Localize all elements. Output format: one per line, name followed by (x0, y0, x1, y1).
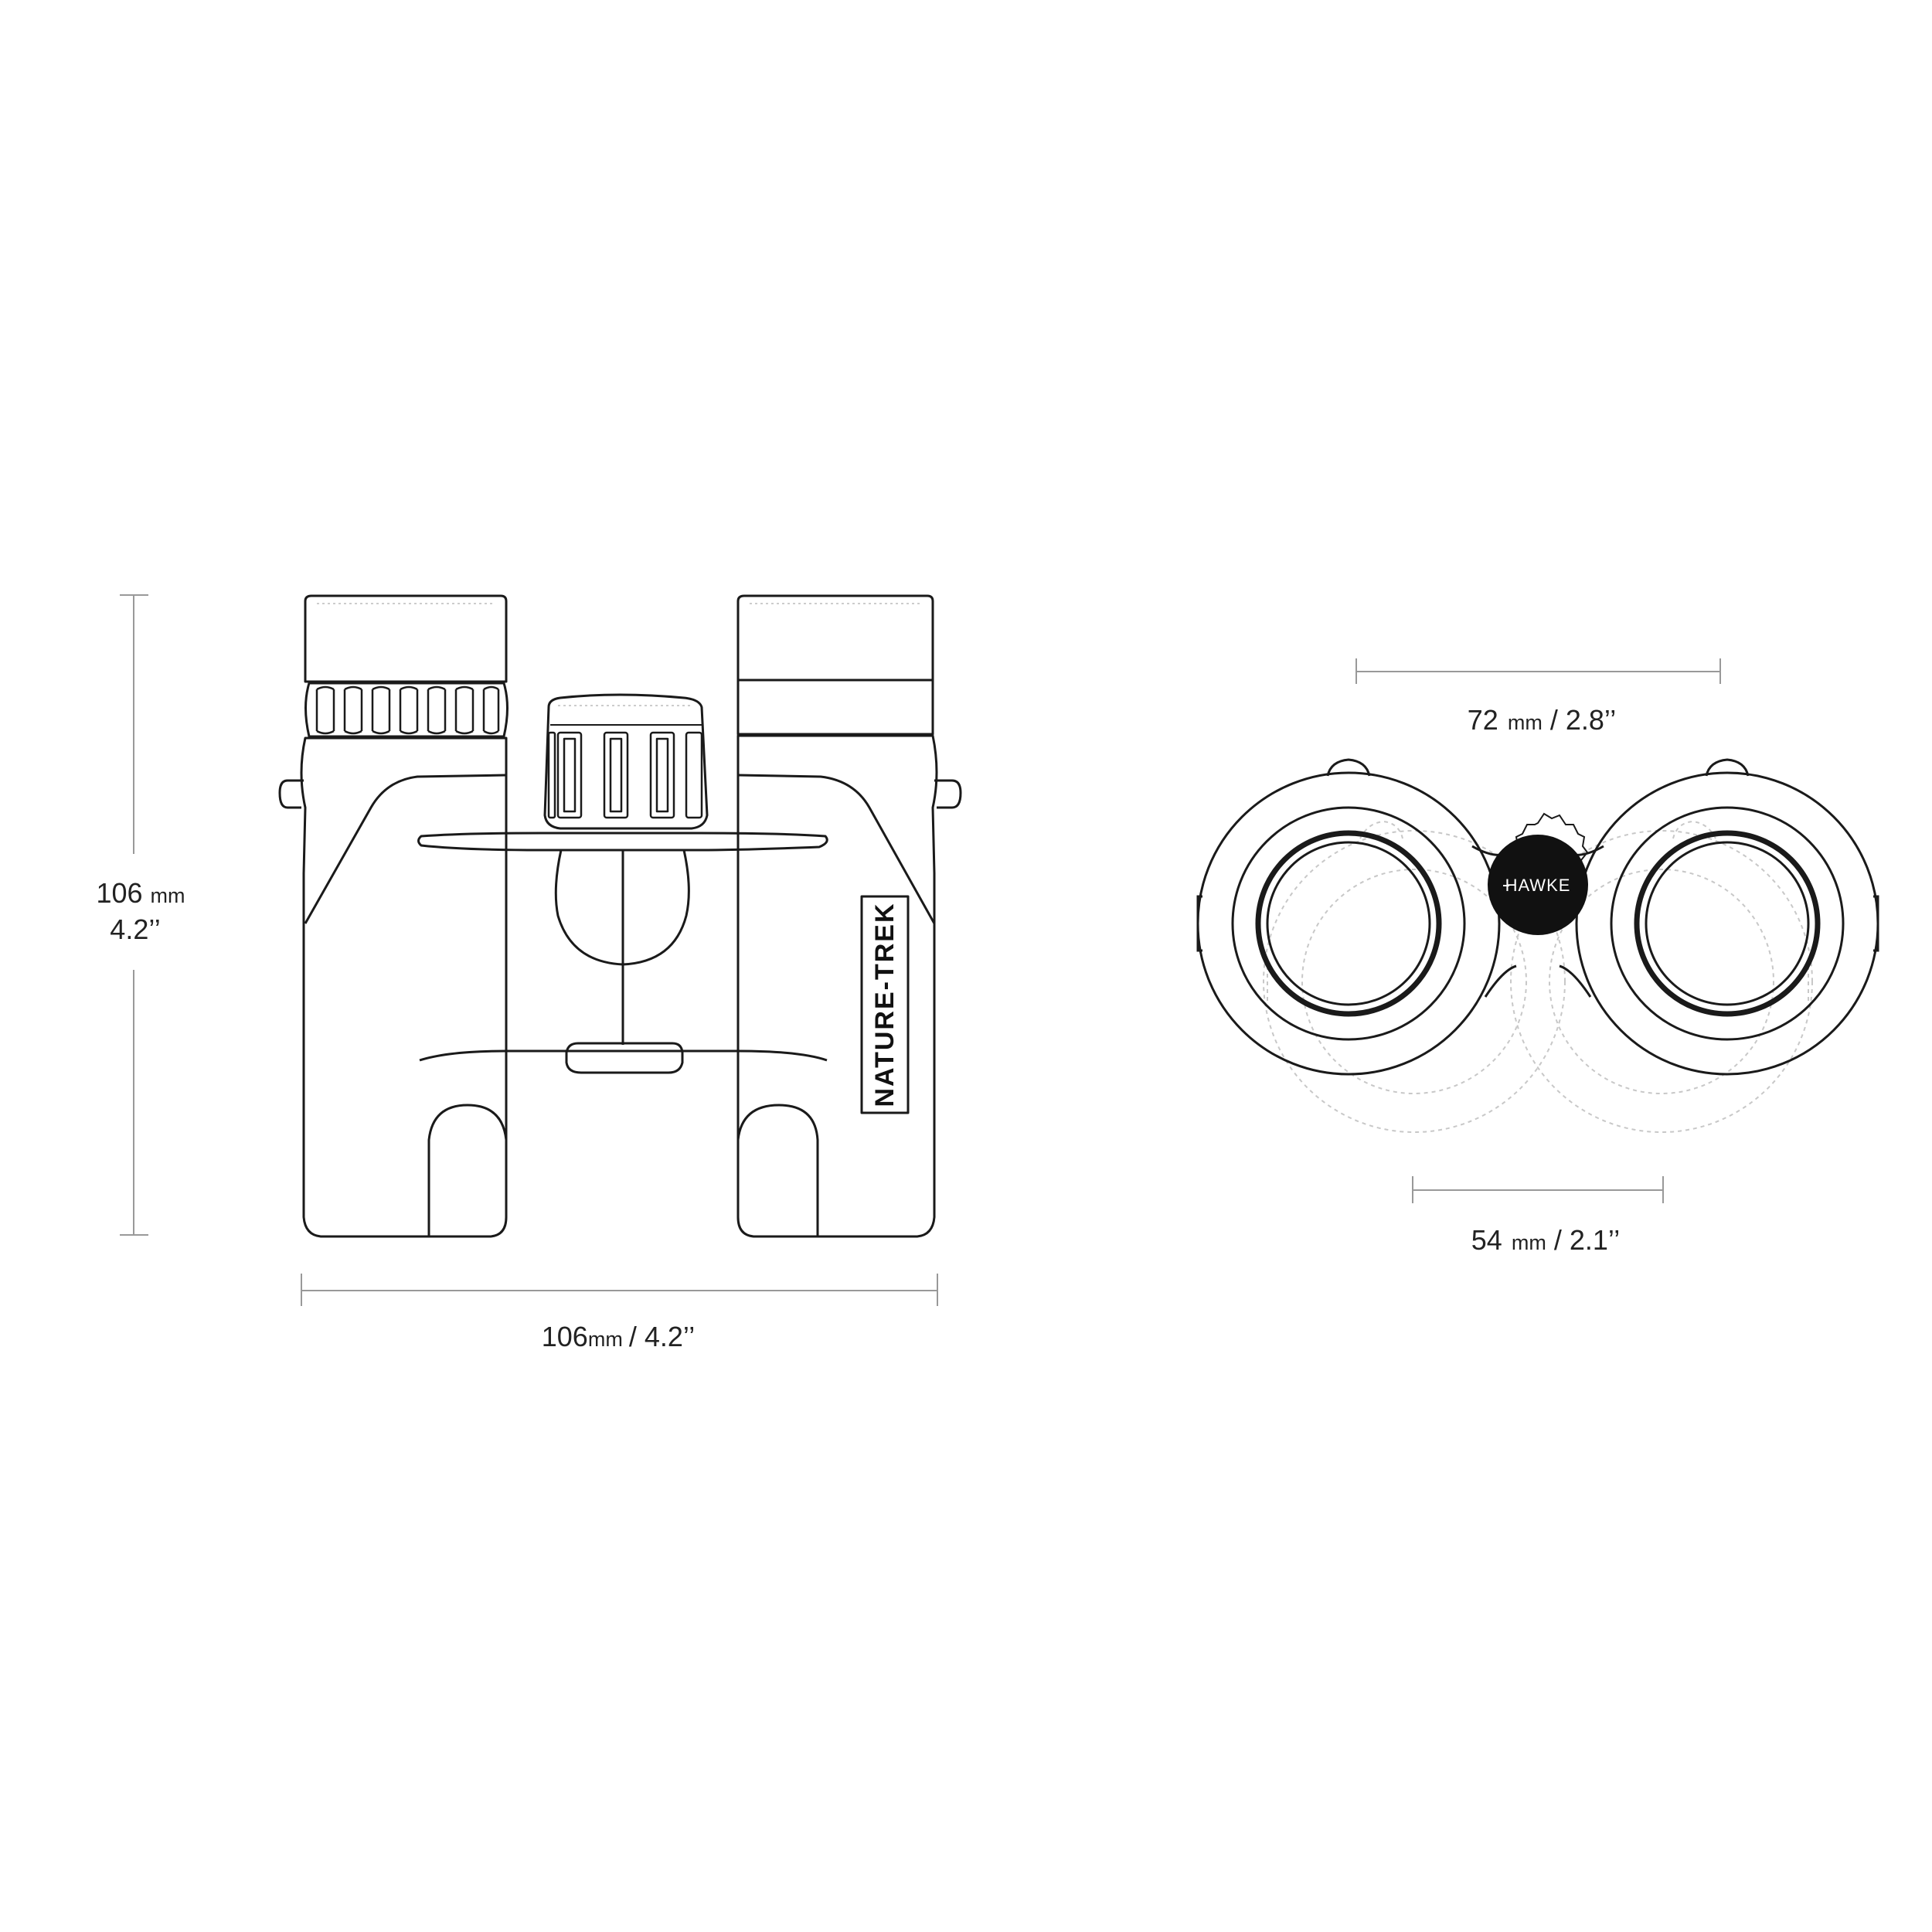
left-side-tab (1196, 895, 1202, 952)
right-lens (1645, 841, 1810, 1006)
focus-wheel-grips (547, 731, 703, 819)
max-ipd-dimension (1355, 658, 1721, 684)
model-label: NATURE-TREK (870, 902, 900, 1107)
binocular-front-view (278, 594, 962, 1238)
right-eyecup-ring (1610, 806, 1845, 1041)
left-eyecup-ring (1231, 806, 1466, 1041)
left-eyecup (304, 594, 508, 683)
hawke-logo-badge (1488, 835, 1588, 935)
folded-position-outline (1263, 820, 1813, 1133)
right-strap-lug (934, 779, 962, 809)
left-outer-housing (1196, 771, 1501, 1076)
right-barrel (736, 734, 938, 1238)
left-top-tab (1326, 758, 1371, 777)
height-label-in: 4.2’’ (110, 913, 160, 945)
model-label-box (860, 895, 910, 1114)
right-side-tab (1873, 895, 1879, 952)
left-lens (1266, 841, 1431, 1006)
left-diopter-ring (304, 682, 509, 738)
left-barrel (300, 736, 508, 1238)
center-bridge-bottom-right (1559, 964, 1592, 998)
lower-bridge (419, 1049, 828, 1062)
binocular-eyepiece-view (1196, 758, 1879, 1076)
upper-bridge (417, 832, 828, 852)
hawke-logo: HAWKE (1505, 876, 1571, 895)
height-dimension (120, 594, 148, 1236)
width-label: 106mm/ 4.2’’ (542, 1321, 695, 1352)
center-bridge-bottom (1484, 964, 1517, 998)
bridge-foot (565, 1042, 684, 1074)
focus-wheel (543, 693, 709, 830)
left-eyepiece-ring (1255, 830, 1442, 1017)
right-outer-housing (1575, 771, 1879, 1076)
left-ring-ridges (315, 685, 500, 735)
left-strap-lug (278, 779, 304, 809)
width-dimension (301, 1274, 938, 1306)
min-ipd-dimension (1412, 1176, 1664, 1203)
right-eyepiece-band (736, 679, 934, 736)
right-eyepiece-ring (1634, 830, 1821, 1017)
right-eyecup (736, 594, 934, 682)
right-top-tab (1705, 758, 1750, 777)
